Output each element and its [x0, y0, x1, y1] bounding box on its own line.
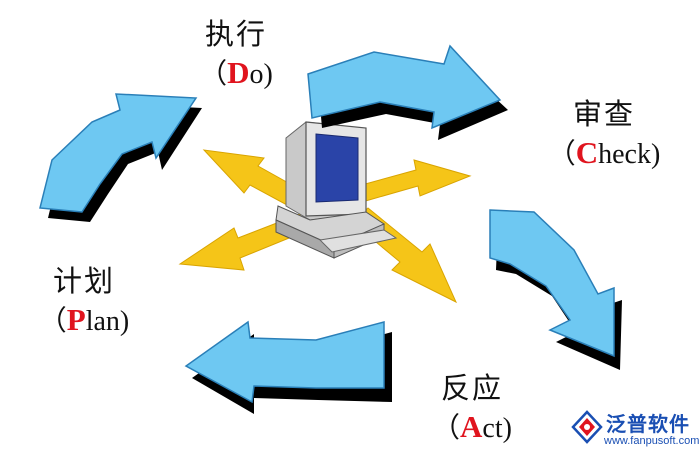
- watermark-brand: 泛普软件: [606, 412, 690, 436]
- stage-check-initial: C: [575, 135, 599, 171]
- stage-do-en: （Do): [176, 55, 296, 91]
- open-paren: （: [199, 59, 228, 91]
- stage-do-rest: o: [249, 59, 264, 91]
- cycle-arrow-plan-to-do: [39, 93, 198, 213]
- cycle-arrow-act-to-plan: [184, 320, 385, 404]
- stage-act-zh: 反应: [440, 371, 503, 405]
- stage-do-zh: 执行: [204, 17, 267, 51]
- stage-check-label: 审查 （Check): [524, 97, 684, 172]
- watermark: 泛普软件 www.fanpusoft.com: [568, 404, 699, 454]
- open-paren: （: [432, 413, 461, 445]
- close-paren: ): [263, 59, 273, 91]
- stage-act-en: （Act): [412, 409, 532, 445]
- stage-check-rest: heck: [598, 139, 651, 171]
- watermark-domain: www.fanpusoft.com: [604, 435, 699, 447]
- stage-check-en: （Check): [524, 135, 684, 171]
- cycle-arrows: [39, 44, 615, 404]
- open-paren: （: [38, 306, 67, 338]
- stage-plan-initial: P: [66, 302, 86, 338]
- stage-plan-label: 计划 （Plan): [14, 264, 154, 339]
- open-paren: （: [547, 139, 576, 171]
- radial-arrow-up-right: [357, 159, 472, 203]
- screen: [315, 133, 359, 203]
- stage-check-zh: 审查: [572, 97, 635, 131]
- cycle-arrow-do-to-check: [307, 44, 502, 130]
- stage-do-initial: D: [227, 55, 250, 91]
- stage-act-label: 反应 （Act): [412, 371, 532, 446]
- brand-logo-icon: [571, 410, 603, 444]
- close-paren: ): [502, 413, 512, 445]
- close-paren: ): [650, 139, 661, 171]
- close-paren: ): [119, 306, 130, 338]
- cycle-arrow-check-to-act: [489, 209, 615, 358]
- computer-icon: [275, 121, 398, 259]
- stage-do-label: 执行 （Do): [176, 17, 296, 92]
- stage-act-rest: ct: [482, 413, 503, 445]
- stage-plan-rest: lan: [85, 306, 120, 338]
- stage-act-initial: A: [460, 409, 483, 445]
- stage-plan-zh: 计划: [52, 264, 115, 298]
- stage-plan-en: （Plan): [14, 302, 154, 338]
